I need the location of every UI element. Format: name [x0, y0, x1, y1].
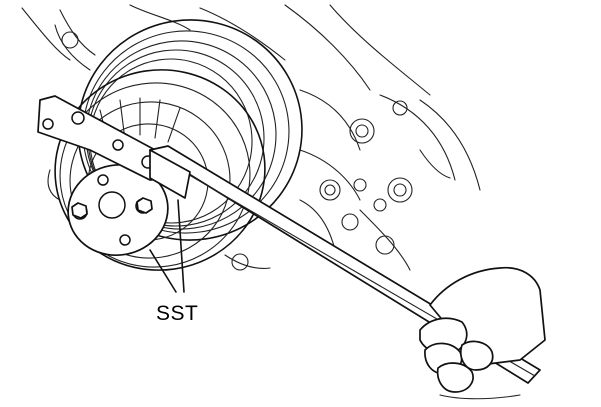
engine-background-lines: [21, 4, 481, 271]
sst-callout-leaders: [149, 199, 185, 293]
sst-label: SST: [156, 302, 199, 325]
hand: [419, 266, 546, 400]
